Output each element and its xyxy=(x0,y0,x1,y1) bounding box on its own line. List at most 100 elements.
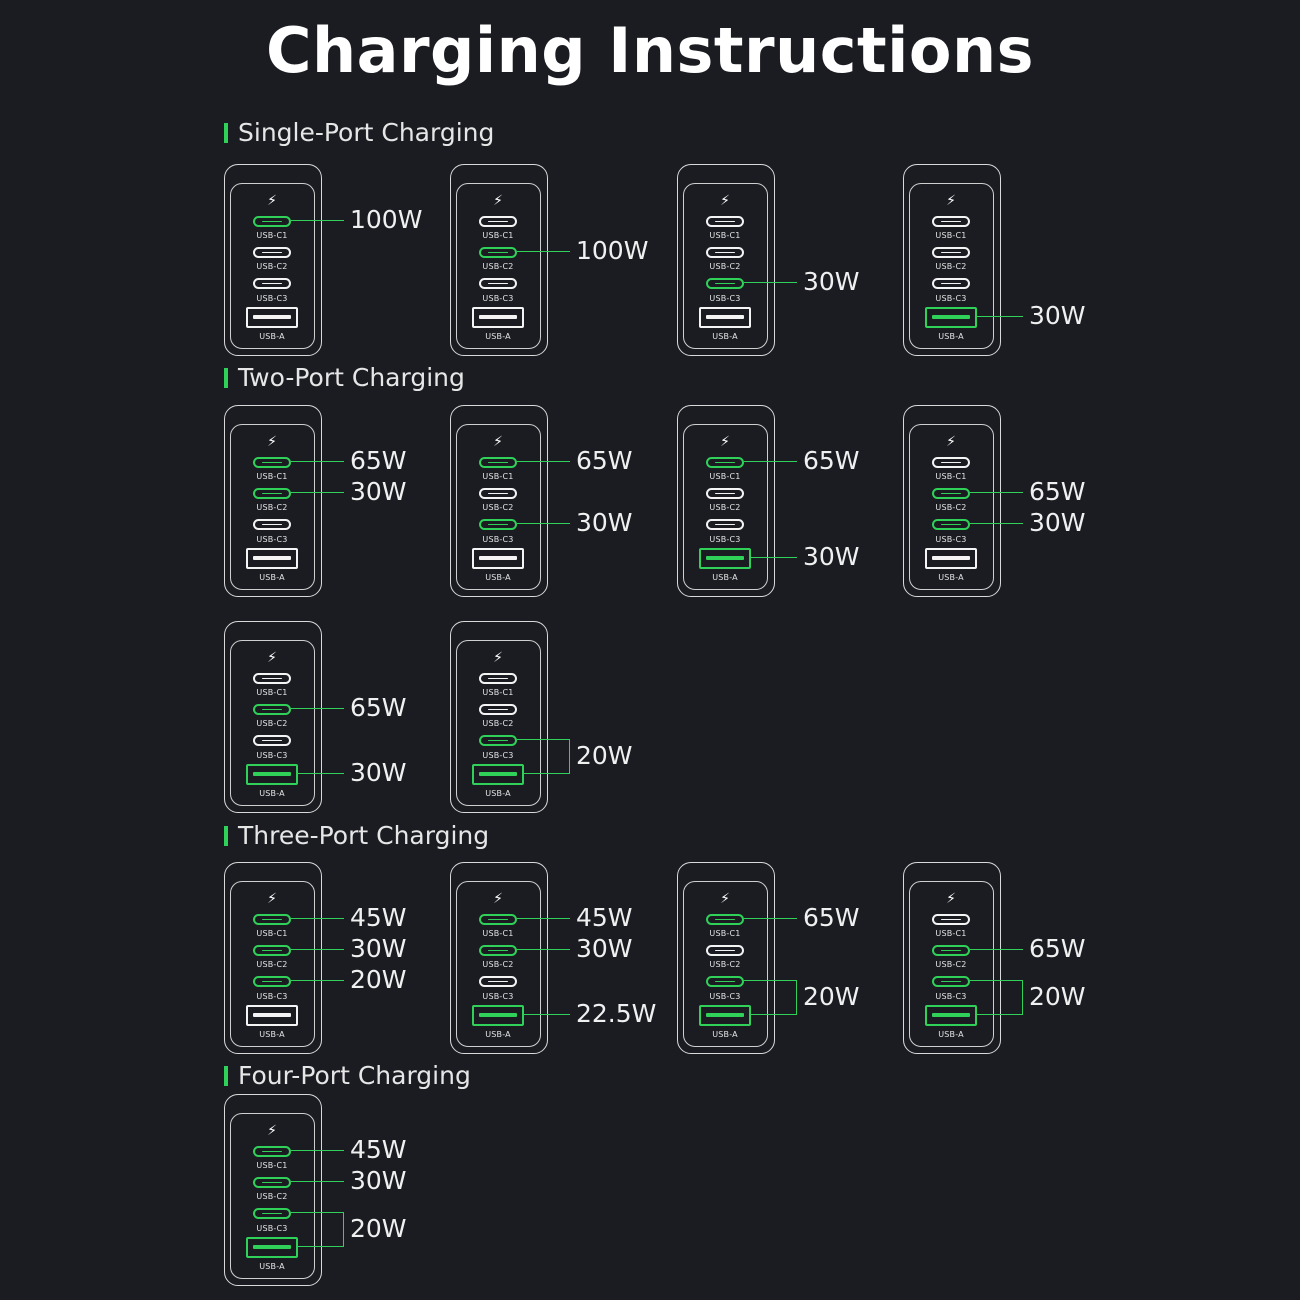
connector-line xyxy=(298,773,344,774)
usb-c1-port xyxy=(706,215,744,227)
connector-bracket xyxy=(796,980,797,1015)
usb-c3-label: USB-C3 xyxy=(709,294,741,303)
usb-c2-label: USB-C2 xyxy=(256,503,288,512)
charger-face xyxy=(456,183,541,349)
usb-c3-port xyxy=(706,975,744,987)
usb-c1-port xyxy=(932,215,970,227)
usb-c3-label: USB-C3 xyxy=(935,535,967,544)
connector-line xyxy=(291,949,344,950)
charger-face xyxy=(456,881,541,1047)
bolt-icon: ⚡ xyxy=(493,891,503,907)
usb-a-port xyxy=(925,547,977,569)
usb-a-port xyxy=(699,1004,751,1026)
usb-c1-label: USB-C1 xyxy=(256,688,288,697)
wattage-label: 20W xyxy=(576,741,633,770)
usb-a-port xyxy=(472,547,524,569)
usb-c3-port xyxy=(253,975,291,987)
usb-a-label: USB-A xyxy=(712,1030,738,1039)
usb-c3-label: USB-C3 xyxy=(256,751,288,760)
usb-c2-label: USB-C2 xyxy=(256,719,288,728)
usb-a-label: USB-A xyxy=(485,332,511,341)
charger-face xyxy=(456,640,541,806)
usb-c3-port xyxy=(479,277,517,289)
section-marker xyxy=(224,826,228,846)
charger-face xyxy=(230,424,315,590)
usb-c2-port xyxy=(932,944,970,956)
usb-c3-label: USB-C3 xyxy=(482,294,514,303)
usb-c1-label: USB-C1 xyxy=(256,231,288,240)
charger-face xyxy=(230,881,315,1047)
connector-line xyxy=(751,1014,796,1015)
connector-line xyxy=(298,1246,343,1247)
usb-c3-label: USB-C3 xyxy=(256,1224,288,1233)
connector-line xyxy=(291,1212,343,1213)
usb-a-port xyxy=(699,547,751,569)
usb-c2-port xyxy=(253,944,291,956)
usb-c3-port xyxy=(932,975,970,987)
wattage-label: 100W xyxy=(350,205,423,234)
usb-c1-port xyxy=(253,215,291,227)
usb-c1-port xyxy=(479,456,517,468)
usb-c3-label: USB-C3 xyxy=(256,294,288,303)
usb-c2-label: USB-C2 xyxy=(482,960,514,969)
usb-c2-port xyxy=(479,246,517,258)
usb-c2-port xyxy=(253,246,291,258)
bolt-icon: ⚡ xyxy=(720,193,730,209)
usb-a-label: USB-A xyxy=(938,1030,964,1039)
usb-c3-label: USB-C3 xyxy=(482,992,514,1001)
usb-a-label: USB-A xyxy=(712,332,738,341)
usb-c3-label: USB-C3 xyxy=(256,535,288,544)
usb-a-label: USB-A xyxy=(259,1262,285,1271)
usb-c1-port xyxy=(253,913,291,925)
charger-face xyxy=(230,183,315,349)
wattage-label: 30W xyxy=(576,934,633,963)
usb-c3-port xyxy=(253,518,291,530)
usb-c2-port xyxy=(706,487,744,499)
usb-a-port xyxy=(246,306,298,328)
wattage-label: 45W xyxy=(350,1135,407,1164)
usb-c3-port xyxy=(479,734,517,746)
usb-c3-label: USB-C3 xyxy=(935,294,967,303)
usb-c1-label: USB-C1 xyxy=(256,1161,288,1170)
page-title: Charging Instructions xyxy=(265,14,1035,87)
usb-a-label: USB-A xyxy=(485,789,511,798)
usb-a-label: USB-A xyxy=(938,573,964,582)
section-title: Two-Port Charging xyxy=(238,363,465,392)
usb-c1-port xyxy=(479,913,517,925)
wattage-label: 30W xyxy=(350,758,407,787)
bolt-icon: ⚡ xyxy=(493,650,503,666)
usb-c2-label: USB-C2 xyxy=(482,262,514,271)
wattage-label: 100W xyxy=(576,236,649,265)
wattage-label: 30W xyxy=(350,1166,407,1195)
connector-line xyxy=(524,1014,570,1015)
section-title: Three-Port Charging xyxy=(238,821,490,850)
connector-line xyxy=(517,461,570,462)
usb-c3-label: USB-C3 xyxy=(256,992,288,1001)
usb-c2-label: USB-C2 xyxy=(256,960,288,969)
charger-face xyxy=(230,640,315,806)
connector-line xyxy=(291,1181,344,1182)
connector-line xyxy=(970,492,1023,493)
usb-c2-port xyxy=(479,487,517,499)
usb-c3-label: USB-C3 xyxy=(709,535,741,544)
connector-line xyxy=(970,523,1023,524)
section-title: Single-Port Charging xyxy=(238,118,495,147)
usb-c1-port xyxy=(706,456,744,468)
connector-bracket xyxy=(343,1212,344,1247)
section-marker xyxy=(224,368,228,388)
charger-face xyxy=(683,183,768,349)
usb-a-label: USB-A xyxy=(485,573,511,582)
usb-c1-label: USB-C1 xyxy=(256,929,288,938)
usb-c1-label: USB-C1 xyxy=(709,231,741,240)
usb-c1-label: USB-C1 xyxy=(482,929,514,938)
wattage-label: 22.5W xyxy=(576,999,657,1028)
connector-line xyxy=(744,918,797,919)
wattage-label: 65W xyxy=(803,446,860,475)
usb-c3-port xyxy=(253,277,291,289)
